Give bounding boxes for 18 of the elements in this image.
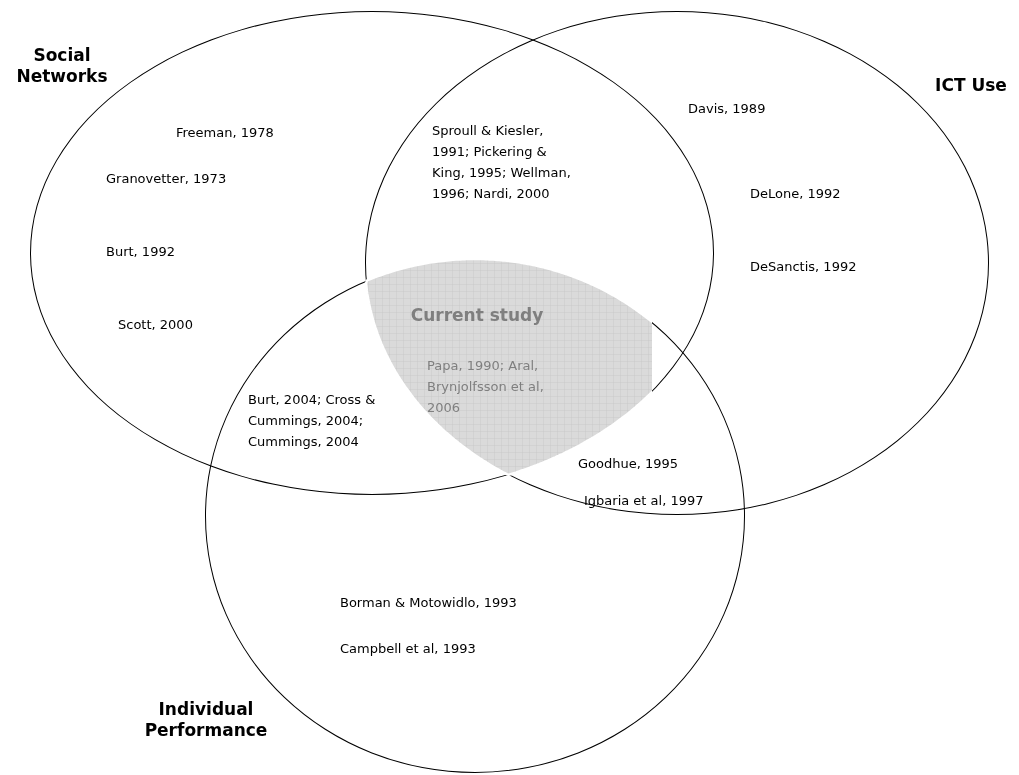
citation-text: Granovetter, 1973	[106, 170, 228, 188]
citation-text: Davis, 1989	[688, 100, 767, 118]
citation-text: DeSanctis, 1992	[750, 258, 858, 276]
circle-title: ICT Use	[934, 75, 1008, 96]
citation-text: Burt, 1992	[106, 243, 176, 261]
citation-text: Sproull & Kiesler, 1991; Pickering & King, 1995; Wellman, 1996; Nardi, 2000	[432, 122, 572, 203]
citation-text: Campbell et al, 1993	[340, 640, 477, 658]
circle-title: Individual Performance	[143, 699, 269, 741]
citation-text: Burt, 2004; Cross & Cummings, 2004; Cummings, 2004	[248, 391, 377, 451]
region-title: Current study	[409, 305, 545, 326]
citation-text: Scott, 2000	[118, 316, 194, 334]
citation-text: Borman & Motowidlo, 1993	[340, 594, 518, 612]
citation-text: Goodhue, 1995	[578, 455, 680, 473]
citation-text: Freeman, 1978	[176, 124, 275, 142]
citation-text: Papa, 1990; Aral, Brynjolfsson et al, 2006	[427, 357, 545, 417]
citation-text: Igbaria et al, 1997	[584, 492, 705, 510]
circle-title: Social Networks	[15, 45, 109, 87]
citation-text: DeLone, 1992	[750, 185, 842, 203]
